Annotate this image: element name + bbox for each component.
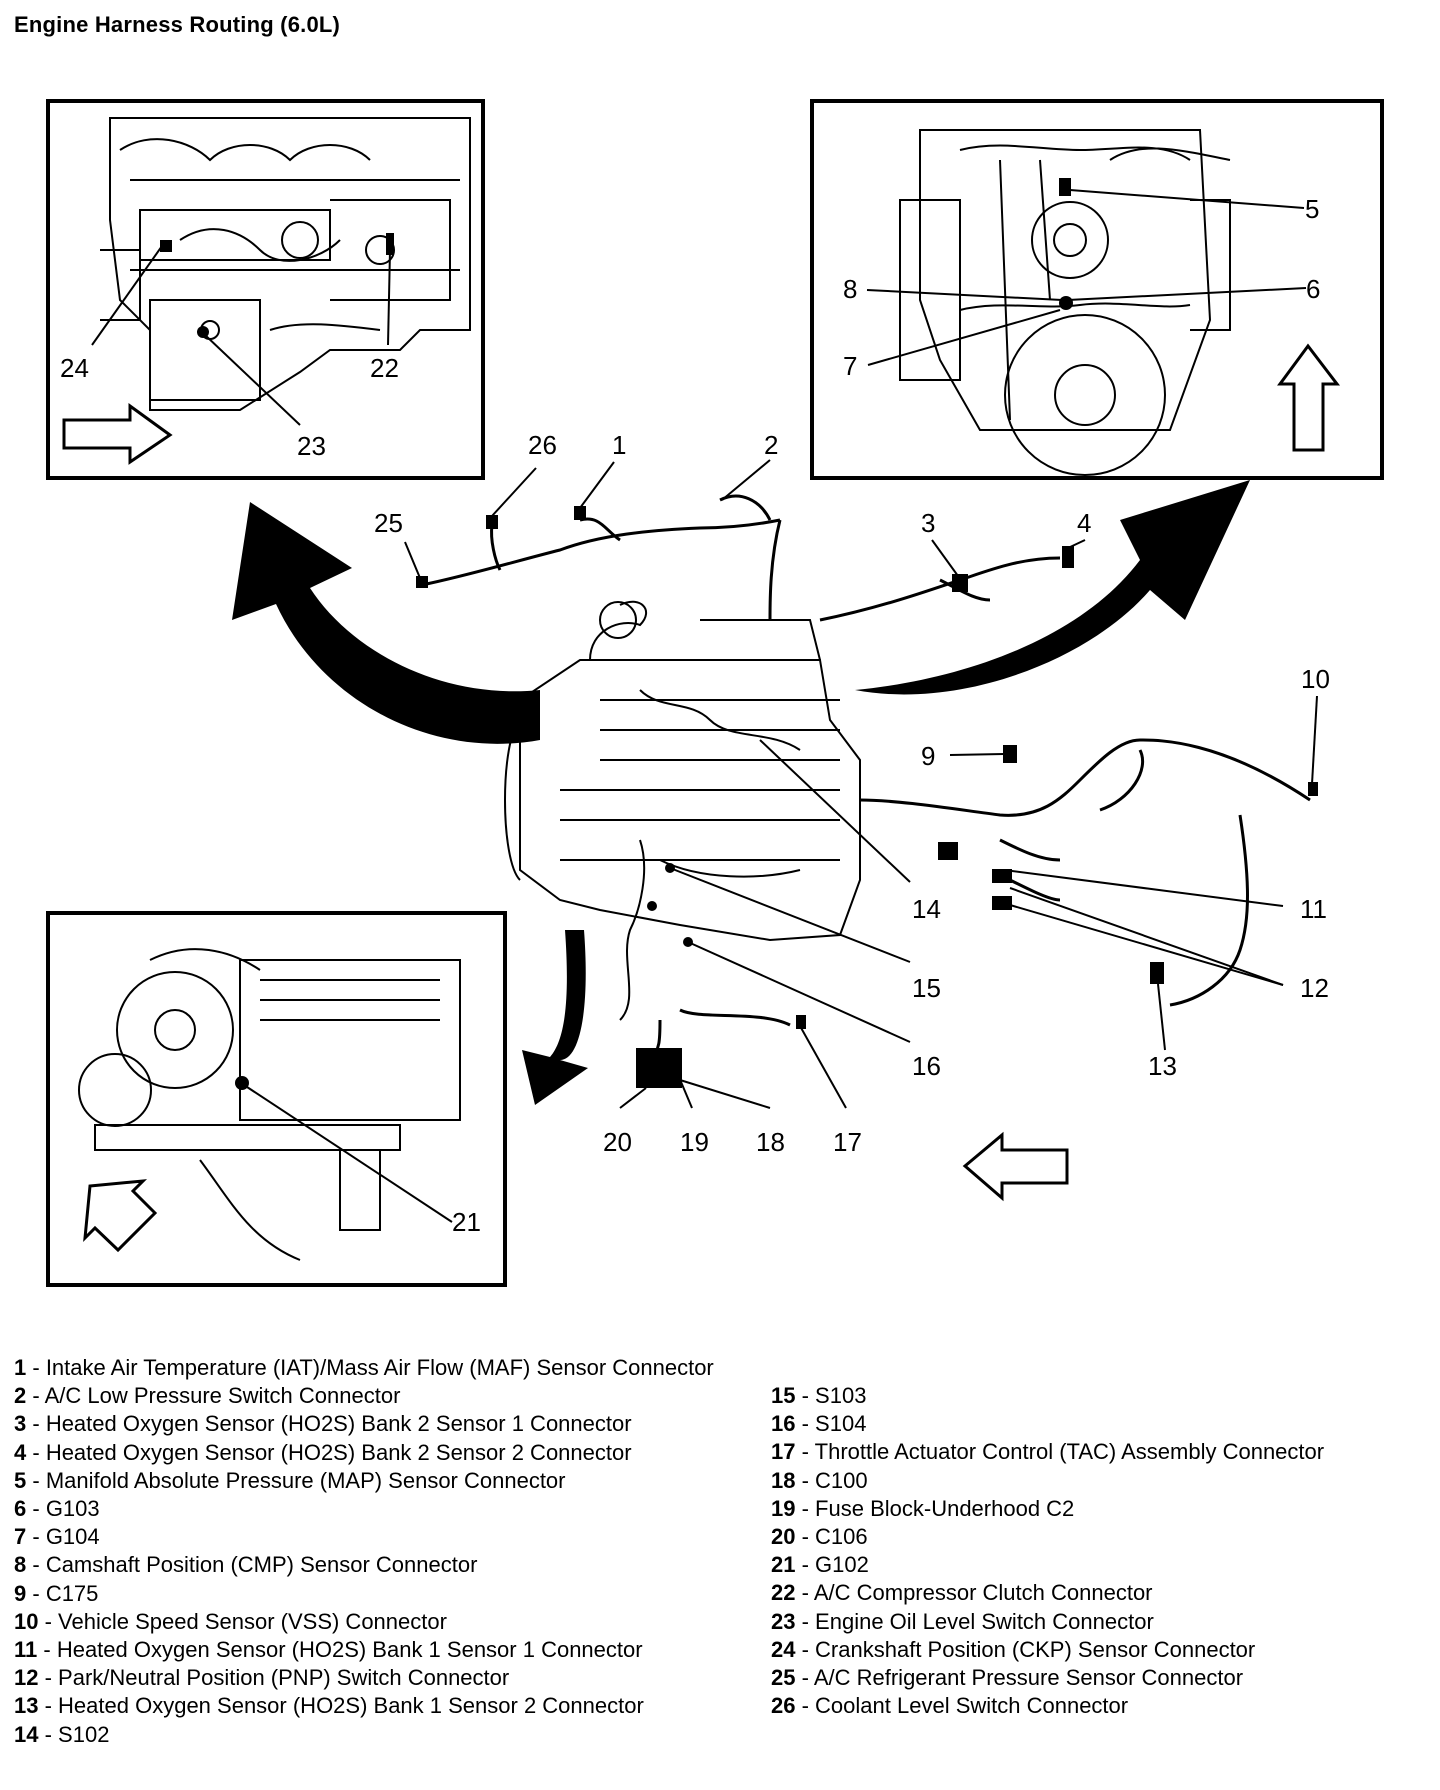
connector-icon bbox=[160, 240, 172, 252]
curved-arrow-icon bbox=[232, 502, 540, 744]
callout-number: 1 bbox=[612, 430, 626, 460]
legend-column-right: 15 - S103 16 - S104 17 - Throttle Actuat… bbox=[771, 1382, 1324, 1720]
direction-arrow-icon bbox=[83, 1179, 158, 1253]
legend-item: 14 - S102 bbox=[14, 1721, 110, 1747]
inset-frame-top-left bbox=[46, 99, 485, 480]
callout-number: 10 bbox=[1301, 664, 1330, 694]
callout-number: 6 bbox=[1306, 274, 1320, 304]
callout-number: 16 bbox=[912, 1051, 941, 1081]
callout-number: 20 bbox=[603, 1127, 632, 1157]
legend-item: 1 - Intake Air Temperature (IAT)/Mass Ai… bbox=[14, 1355, 714, 1380]
legend-item: 18 - C100 bbox=[771, 1467, 868, 1493]
legend-item: 2 - A/C Low Pressure Switch Connector bbox=[14, 1383, 401, 1409]
harness-diagram: 1 2 3 4 5 6 7 8 9 10 11 12 13 14 15 16 1… bbox=[46, 99, 1384, 1287]
callout-number: 12 bbox=[1300, 973, 1329, 1003]
inset-engine-artwork-bottom-left bbox=[78, 948, 461, 1261]
callout-number: 17 bbox=[833, 1127, 862, 1157]
legend-item: 24 - Crankshaft Position (CKP) Sensor Co… bbox=[771, 1636, 1256, 1662]
callout-number: 3 bbox=[921, 508, 935, 538]
callout-number: 21 bbox=[452, 1207, 481, 1237]
legend-item: 6 - G103 bbox=[14, 1496, 100, 1522]
callout-number: 18 bbox=[756, 1127, 785, 1157]
leader-lines-top-right bbox=[866, 189, 1307, 366]
leader-lines-center bbox=[404, 459, 1318, 1109]
callout-number: 24 bbox=[60, 353, 89, 383]
curved-arrow-icon bbox=[855, 480, 1250, 695]
connector-icon bbox=[1059, 178, 1071, 196]
legend-item: 15 - S103 bbox=[771, 1383, 867, 1408]
legend-item: 7 - G104 bbox=[14, 1524, 100, 1550]
callout-number: 7 bbox=[843, 351, 857, 381]
callout-number: 5 bbox=[1305, 194, 1319, 224]
leader-line bbox=[243, 1084, 453, 1223]
callout-number: 2 bbox=[764, 430, 778, 460]
legend-item: 13 - Heated Oxygen Sensor (HO2S) Bank 1 … bbox=[14, 1693, 644, 1719]
legend-item: 23 - Engine Oil Level Switch Connector bbox=[771, 1608, 1154, 1634]
legend-item: 22 - A/C Compressor Clutch Connector bbox=[771, 1580, 1153, 1606]
legend-item: 12 - Park/Neutral Position (PNP) Switch … bbox=[14, 1665, 510, 1691]
legend-item: 20 - C106 bbox=[771, 1524, 868, 1550]
callout-number: 26 bbox=[528, 430, 557, 460]
inset-engine-artwork-top-right bbox=[899, 129, 1231, 476]
legend-column-left: 1 - Intake Air Temperature (IAT)/Mass Ai… bbox=[14, 1354, 714, 1749]
legend-item: 9 - C175 bbox=[14, 1580, 99, 1606]
callout-number: 25 bbox=[374, 508, 403, 538]
callout-number: 8 bbox=[843, 274, 857, 304]
callout-number: 23 bbox=[297, 431, 326, 461]
harness-connectors bbox=[416, 506, 1318, 1088]
legend-item: 4 - Heated Oxygen Sensor (HO2S) Bank 2 S… bbox=[14, 1439, 632, 1465]
direction-arrow-icon bbox=[962, 1131, 1069, 1202]
callout-number: 11 bbox=[1300, 894, 1327, 924]
curved-arrow-icon bbox=[522, 930, 588, 1105]
legend-item: 16 - S104 bbox=[771, 1411, 867, 1437]
callout-number: 19 bbox=[680, 1127, 709, 1157]
page-title: Engine Harness Routing (6.0L) bbox=[14, 12, 341, 37]
legend-item: 5 - Manifold Absolute Pressure (MAP) Sen… bbox=[14, 1467, 566, 1493]
leader-lines-top-left bbox=[91, 245, 391, 426]
direction-arrow-icon bbox=[1277, 343, 1341, 452]
legend-item: 8 - Camshaft Position (CMP) Sensor Conne… bbox=[14, 1552, 478, 1578]
callout-number: 14 bbox=[912, 894, 941, 924]
legend-item: 21 - G102 bbox=[771, 1552, 869, 1578]
direction-arrow-icon bbox=[62, 403, 173, 465]
legend-item: 3 - Heated Oxygen Sensor (HO2S) Bank 2 S… bbox=[14, 1411, 632, 1437]
legend-item: 17 - Throttle Actuator Control (TAC) Ass… bbox=[771, 1439, 1325, 1465]
callout-number: 15 bbox=[912, 973, 941, 1003]
connector-icon bbox=[1059, 296, 1073, 310]
legend-item: 10 - Vehicle Speed Sensor (VSS) Connecto… bbox=[14, 1608, 447, 1634]
callout-number: 9 bbox=[921, 741, 935, 771]
callout-number: 4 bbox=[1077, 508, 1091, 538]
legend-item: 11 - Heated Oxygen Sensor (HO2S) Bank 1 … bbox=[14, 1637, 643, 1663]
engine-artwork-center bbox=[504, 600, 861, 1021]
callout-number: 13 bbox=[1148, 1051, 1177, 1081]
connector-icon bbox=[386, 233, 394, 255]
legend-item: 19 - Fuse Block-Underhood C2 bbox=[771, 1495, 1075, 1521]
callout-number: 22 bbox=[370, 353, 399, 383]
legend-item: 25 - A/C Refrigerant Pressure Sensor Con… bbox=[771, 1665, 1244, 1691]
legend-item: 26 - Coolant Level Switch Connector bbox=[771, 1693, 1129, 1719]
